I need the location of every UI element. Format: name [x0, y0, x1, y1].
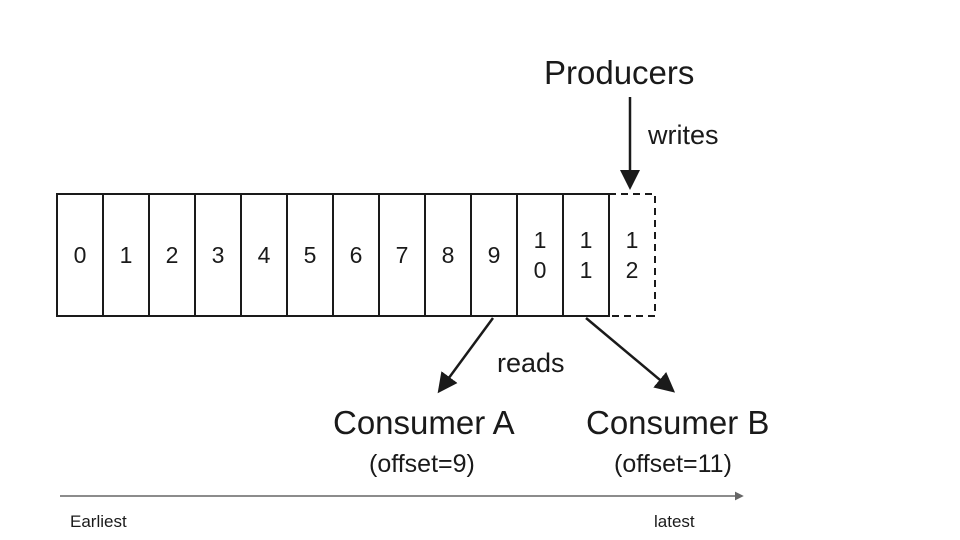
timeline-start-label: Earliest — [70, 512, 127, 531]
consumer-a-offset: (offset=9) — [369, 450, 475, 478]
next-cell-digit-2: 2 — [625, 257, 639, 283]
log-cell-9: 9 — [487, 242, 501, 268]
log-cell-3: 3 — [211, 242, 225, 268]
consumer-a-name: Consumer A — [333, 404, 515, 441]
reads-label: reads — [497, 348, 565, 378]
log-cell-8: 8 — [441, 242, 455, 268]
log-cell-dividers — [102, 194, 564, 316]
log-cell-7: 7 — [395, 242, 409, 268]
next-cell-label: 1 2 — [609, 194, 655, 316]
log-cell-digit: 1 — [579, 227, 593, 253]
log-cell-digit: 0 — [533, 257, 547, 283]
producers-title: Producers — [544, 54, 695, 91]
log-cell-2: 2 — [165, 242, 179, 268]
log-cell-1: 1 — [119, 242, 133, 268]
consumer-b-arrow — [585, 317, 676, 393]
next-cell-digit-1: 1 — [625, 227, 639, 253]
log-cell-digit: 1 — [533, 227, 547, 253]
log-cell-5: 5 — [303, 242, 317, 268]
consumer-b-name: Consumer B — [586, 404, 770, 441]
consumer-a-arrow — [437, 317, 495, 394]
log-cell-6: 6 — [349, 242, 363, 268]
log-cell-digit: 1 — [579, 257, 593, 283]
log-cell-4: 4 — [257, 242, 271, 268]
timeline-end-label: latest — [654, 512, 695, 531]
consumer-b-offset: (offset=11) — [614, 450, 732, 478]
log-cell-0: 0 — [73, 242, 87, 268]
writes-label: writes — [648, 120, 719, 150]
